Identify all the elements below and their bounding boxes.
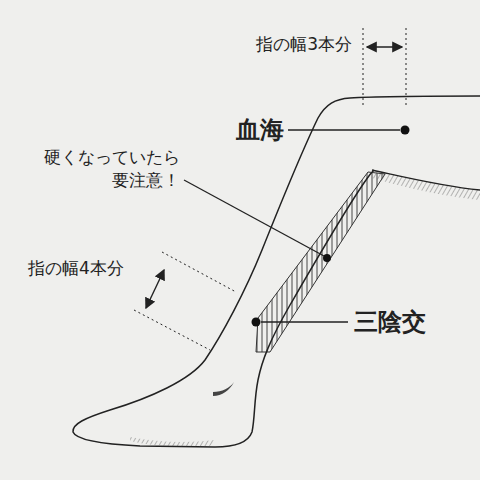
dimension-arrow: [367, 46, 402, 47]
dimension-arrow: [146, 270, 164, 308]
leader-dot: [323, 254, 331, 262]
dimension-label: 指の幅4本分: [28, 258, 124, 278]
warning-note: 硬くなっていたら 要注意！: [30, 146, 180, 192]
leader-line: [184, 180, 324, 256]
acupoint-dot: [252, 318, 261, 327]
dimension-label: 指の幅3本分: [256, 34, 352, 54]
acupoint-name: 血海: [236, 116, 284, 145]
acupoint-dot: [401, 126, 410, 135]
acupoint-name: 三陰交: [354, 308, 426, 337]
